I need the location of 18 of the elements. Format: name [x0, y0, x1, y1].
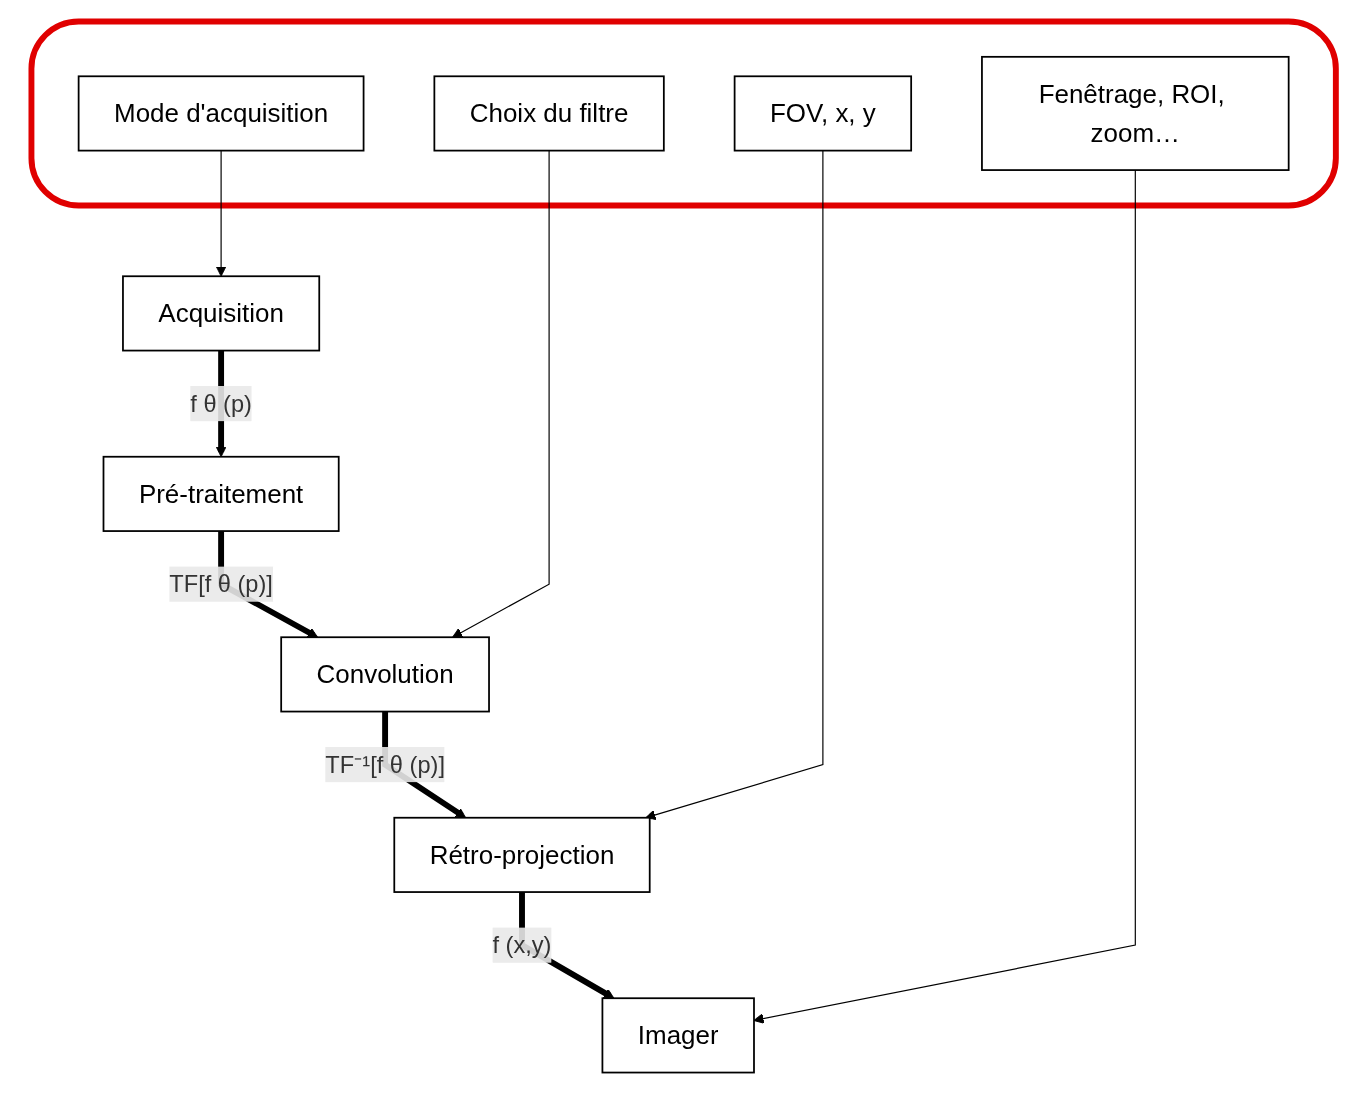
node-box: Pré-traitement — [102, 455, 340, 532]
node-box: Acquisition — [121, 275, 320, 352]
node-box: Fenêtrage, ROI, zoom… — [980, 55, 1290, 171]
node-box: Imager — [601, 997, 755, 1074]
edge-label: f θ (p) — [190, 390, 252, 417]
arrow — [215, 150, 227, 277]
node-box: Rétro-projection — [393, 816, 651, 893]
arrow — [753, 169, 1136, 1024]
arrow — [452, 150, 550, 638]
edge-label: f (x,y) — [492, 932, 552, 959]
arrow — [645, 150, 824, 820]
node-box: Choix du filtre — [433, 75, 665, 152]
edge-label: TF[f θ (p)] — [169, 571, 273, 598]
node-box: Convolution — [280, 636, 490, 713]
node-box: Mode d'acquisition — [77, 75, 365, 152]
edge-label: TF⁻¹[f θ (p)] — [325, 751, 445, 778]
node-box: FOV, x, y — [733, 75, 912, 152]
cluster — [28, 18, 1339, 209]
